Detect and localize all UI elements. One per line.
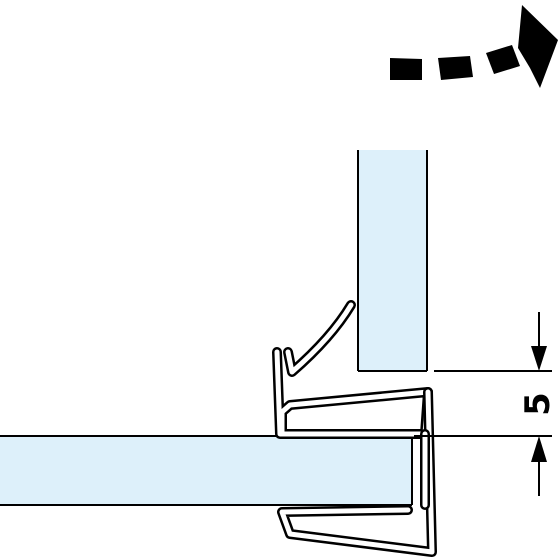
arrow-dash-1	[390, 58, 422, 80]
horizontal-glass-panel	[0, 436, 412, 505]
arrow-head	[518, 5, 558, 88]
seal-lip-fill	[285, 302, 354, 375]
dimension-arrow-up-icon	[531, 436, 547, 462]
seal-clip-fill	[279, 389, 435, 555]
arrow-dash-3	[486, 45, 520, 74]
dimension-arrow-down-icon	[531, 346, 547, 371]
arrow-dash-2	[438, 56, 473, 80]
gap-dimension	[414, 312, 552, 496]
dimension-value: 5	[518, 392, 558, 416]
vertical-glass-panel	[358, 150, 427, 371]
seal-profile	[272, 300, 437, 557]
curved-dashed-arrow-icon	[390, 5, 558, 88]
